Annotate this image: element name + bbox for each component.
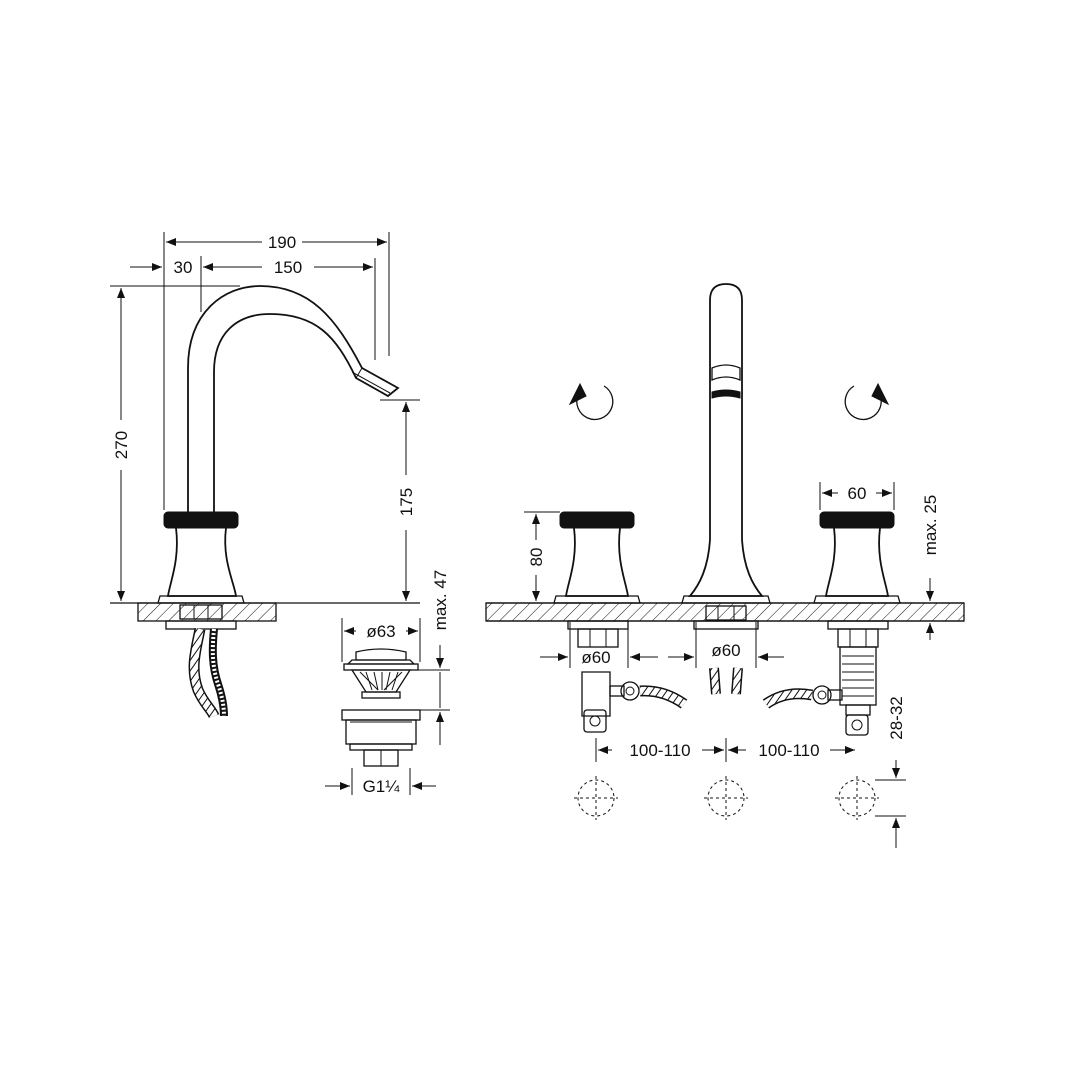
dim-150: 150 (274, 258, 302, 277)
drain-body (341, 709, 421, 721)
left-deck (137, 602, 277, 622)
drain-view: ø63 max. 47 G1¼ (325, 570, 450, 796)
right-handle (819, 511, 895, 529)
rotate-ccw-icon (568, 382, 614, 421)
rotate-cw-icon (844, 382, 890, 421)
dim-100-110-left: 100-110 (629, 741, 690, 760)
dim-60-center-hole: ø60 (711, 641, 740, 660)
dim-270: 270 (112, 431, 131, 459)
center-spout (709, 283, 743, 540)
left-handle (559, 511, 635, 529)
dim-g1-1-4: G1¼ (363, 777, 401, 796)
dim-30: 30 (174, 258, 193, 277)
dim-100-110-right: 100-110 (758, 741, 819, 760)
dim-max-47: max. 47 (431, 570, 450, 630)
three-hole-view: 80 60 max. 25 ø60 ø60 100-110 100-110 (485, 283, 965, 848)
dim-80: 80 (527, 548, 546, 567)
hole-plan-left (574, 776, 618, 820)
dim-60-left-hole: ø60 (581, 648, 610, 667)
hole-plan-center (704, 776, 748, 820)
dim-drain-63: ø63 (366, 622, 395, 641)
dim-60-handle: 60 (848, 484, 867, 503)
dim-190: 190 (268, 233, 296, 252)
hole-plan-right (835, 776, 879, 820)
left-spout-view: 190 30 150 270 175 (110, 232, 420, 719)
dim-max-25: max. 25 (921, 495, 940, 555)
dim-175: 175 (397, 488, 416, 516)
dim-28-32: 28-32 (887, 696, 906, 739)
left-spout (187, 285, 400, 512)
